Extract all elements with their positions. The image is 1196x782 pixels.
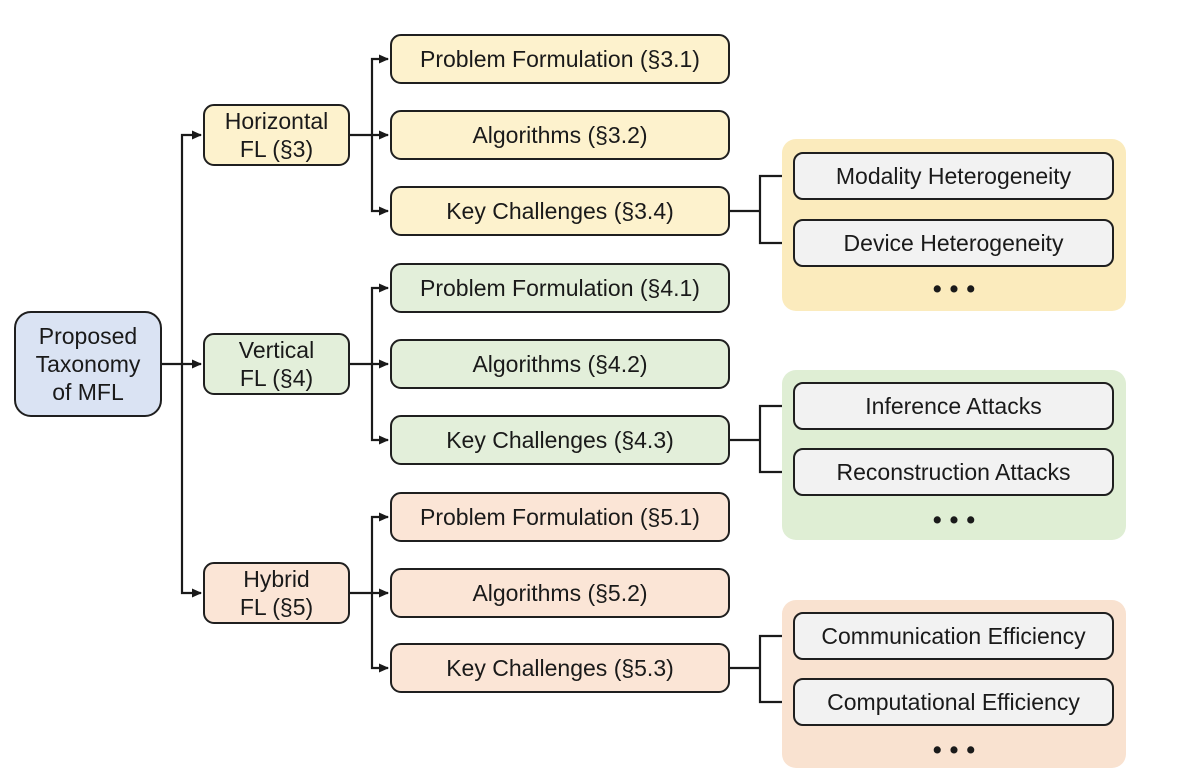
horizontal-fl-section-connectors xyxy=(350,54,389,216)
node-problem-formulation-s3-1: Problem Formulation (§3.1) xyxy=(390,34,730,84)
vertical-fl-section-connectors xyxy=(350,283,389,445)
panel-vertical-fl-challenges: Inference Attacks Reconstruction Attacks… xyxy=(782,370,1126,540)
ellipsis-more-challenges: ••• xyxy=(932,275,984,303)
node-reconstruction-attacks: Reconstruction Attacks xyxy=(793,448,1114,496)
node-algorithms-s3-2: Algorithms (§3.2) xyxy=(390,110,730,160)
panel-horizontal-fl-challenges: Modality Heterogeneity Device Heterogene… xyxy=(782,139,1126,311)
node-problem-formulation-s5-1: Problem Formulation (§5.1) xyxy=(390,492,730,542)
node-key-challenges-s5-3: Key Challenges (§5.3) xyxy=(390,643,730,693)
node-modality-heterogeneity: Modality Heterogeneity xyxy=(793,152,1114,200)
ellipsis-more-challenges: ••• xyxy=(932,506,984,534)
vertical-fl-challenge-connectors xyxy=(730,401,792,477)
node-hybrid-fl: Hybrid FL (§5) xyxy=(203,562,350,624)
horizontal-fl-challenge-connectors xyxy=(730,171,792,248)
hybrid-fl-challenge-connectors xyxy=(730,631,792,707)
node-computational-efficiency: Computational Efficiency xyxy=(793,678,1114,726)
node-communication-efficiency: Communication Efficiency xyxy=(793,612,1114,660)
node-algorithms-s4-2: Algorithms (§4.2) xyxy=(390,339,730,389)
node-proposed-taxonomy-root: Proposed Taxonomy of MFL xyxy=(14,311,162,417)
node-inference-attacks: Inference Attacks xyxy=(793,382,1114,430)
node-horizontal-fl: Horizontal FL (§3) xyxy=(203,104,350,166)
node-key-challenges-s4-3: Key Challenges (§4.3) xyxy=(390,415,730,465)
root-to-branch-connectors xyxy=(162,130,202,598)
node-problem-formulation-s4-1: Problem Formulation (§4.1) xyxy=(390,263,730,313)
hybrid-fl-section-connectors xyxy=(350,512,389,673)
node-key-challenges-s3-4: Key Challenges (§3.4) xyxy=(390,186,730,236)
node-device-heterogeneity: Device Heterogeneity xyxy=(793,219,1114,267)
node-algorithms-s5-2: Algorithms (§5.2) xyxy=(390,568,730,618)
ellipsis-more-challenges: ••• xyxy=(932,736,984,764)
panel-hybrid-fl-challenges: Communication Efficiency Computational E… xyxy=(782,600,1126,768)
node-vertical-fl: Vertical FL (§4) xyxy=(203,333,350,395)
